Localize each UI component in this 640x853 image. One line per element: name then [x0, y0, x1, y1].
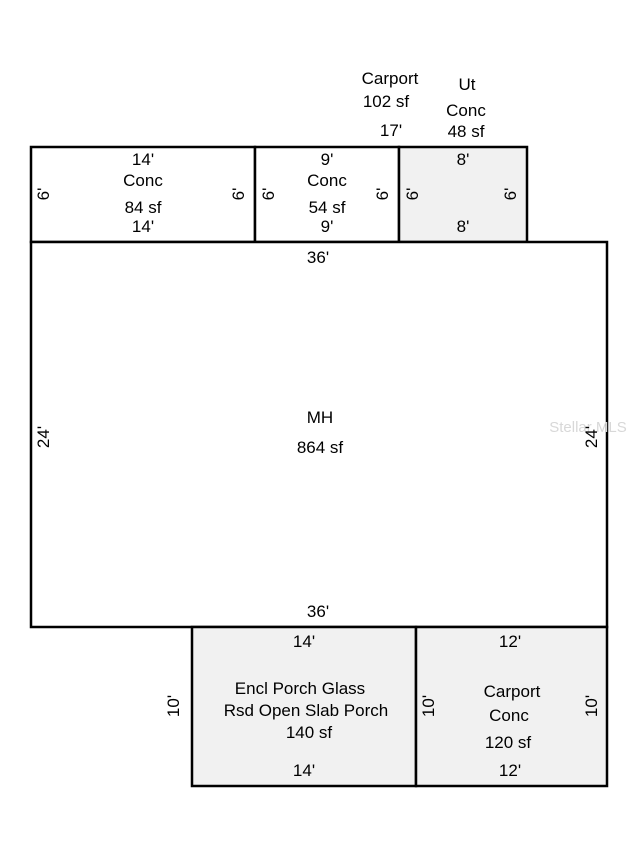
mh-right-dim: 24' — [582, 426, 601, 448]
mh-top-dim: 36' — [307, 248, 329, 267]
conc-left-area: 84 sf — [125, 198, 162, 217]
mh-bottom-dim: 36' — [307, 602, 329, 621]
conc-left-name: Conc — [123, 171, 163, 190]
conc-left-bottom-dim: 14' — [132, 217, 154, 236]
carport-bottom-left-dim: 10' — [419, 695, 438, 717]
mh-area-label: 864 sf — [297, 438, 344, 457]
conc-left-right-dim: 6' — [229, 188, 248, 201]
mh-name: MH — [307, 408, 333, 427]
carport-top-area: 102 sf — [363, 92, 410, 111]
carport-bottom-area — [414, 625, 609, 788]
carport-bottom-material: Conc — [489, 706, 529, 725]
mh-area — [29, 240, 609, 629]
porch-name-line2: Rsd Open Slab Porch — [224, 701, 388, 720]
carport-top-width: 17' — [380, 121, 402, 140]
conc-mid-name: Conc — [307, 171, 347, 190]
porch-area — [190, 625, 418, 788]
conc-mid-area: 54 sf — [309, 198, 346, 217]
conc-left-top-dim: 14' — [132, 150, 154, 169]
conc-right-top-dim: 8' — [457, 150, 470, 169]
carport-top-name: Carport — [362, 69, 419, 88]
carport-bottom-right-dim: 10' — [582, 695, 601, 717]
ut-area: 48 sf — [448, 122, 485, 141]
conc-right-bottom-dim: 8' — [457, 217, 470, 236]
watermark: Stellar MLS — [549, 419, 627, 436]
conc-mid-left-dim: 6' — [259, 188, 278, 201]
conc-right-right-dim: 6' — [501, 188, 520, 201]
conc-right-left-dim: 6' — [403, 188, 422, 201]
carport-bottom-area-label: 120 sf — [485, 733, 532, 752]
conc-mid-top-dim: 9' — [321, 150, 334, 169]
porch-bottom-dim: 14' — [293, 761, 315, 780]
mh-left-dim: 24' — [34, 426, 53, 448]
conc-mid-right-dim: 6' — [373, 188, 392, 201]
ut-name: Ut — [459, 75, 476, 94]
ut-material: Conc — [446, 101, 486, 120]
porch-area-label: 140 sf — [286, 723, 333, 742]
conc-area-left — [29, 145, 257, 244]
carport-bottom-bottom-dim: 12' — [499, 761, 521, 780]
porch-left-dim: 10' — [164, 695, 183, 717]
carport-bottom-name: Carport — [484, 682, 541, 701]
conc-left-left-dim: 6' — [34, 188, 53, 201]
conc-mid-bottom-dim: 9' — [321, 217, 334, 236]
carport-bottom-top-dim: 12' — [499, 632, 521, 651]
conc-area-middle — [253, 145, 401, 244]
porch-top-dim: 14' — [293, 632, 315, 651]
porch-name-line1: Encl Porch Glass — [235, 679, 365, 698]
